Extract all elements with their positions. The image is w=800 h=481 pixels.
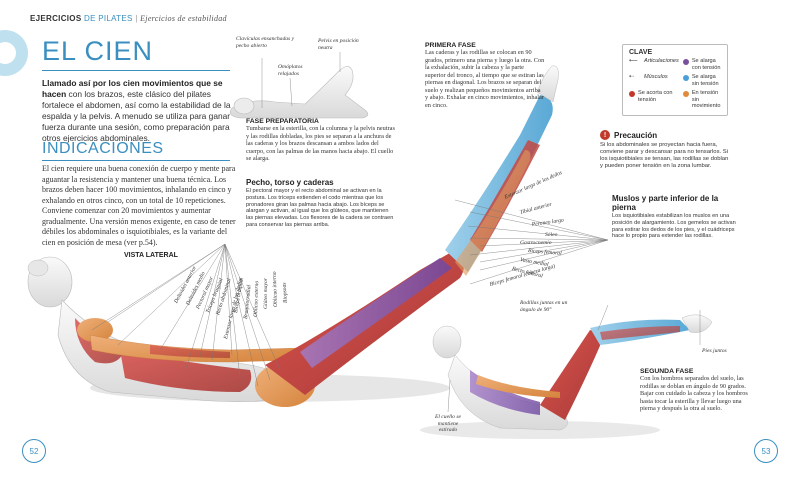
leg-leader-lines (454, 199, 609, 285)
clavicles-label: Clavículas ensanchadas y pecho abierto (236, 36, 295, 49)
page-title: EL CIEN (42, 36, 154, 66)
purple-dot-icon (682, 58, 689, 65)
legend-key: CLAVE ⟵Articulaciones Se alarga con tens… (622, 44, 728, 116)
title-rule (42, 70, 230, 71)
primera-fase-block: PRIMERA FASE Las caderas y las rodillas … (425, 42, 545, 109)
running-header: EJERCICIOS DE PILATES | Ejercicios de es… (30, 14, 227, 23)
fase-preparatoria-heading: FASE PREPARATORIA (246, 118, 319, 125)
warning-icon: ! (600, 130, 610, 140)
primera-fase-text: Las caderas y las rodillas se colocan en… (425, 49, 545, 109)
intro-bold: Llamado así por los cien movimientos que… (42, 78, 223, 99)
key-item-musculos: ⇠Músculos (629, 74, 668, 80)
arrow-dashed-icon: ⇠ (629, 74, 635, 80)
torso-label-9: Glúteo mayor (263, 278, 269, 309)
indicaciones-text: El cien requiere una buena conexión de c… (42, 164, 236, 247)
leg-label-soleo: Sóleo (545, 232, 558, 238)
main-figure (27, 65, 559, 407)
knees-label: Rodillas juntas en un ángulo de 90° (520, 300, 568, 313)
key-title: CLAVE (629, 49, 653, 56)
caution-box: ! Precaución Si los abdominales se proyec… (600, 130, 730, 170)
blue-dot-icon (682, 74, 689, 81)
muslos-block: Muslos y parte inferior de la pierna Los… (612, 194, 742, 240)
pecho-text: El pectoral mayor y el recto abdominal s… (246, 188, 394, 228)
primera-fase-heading: PRIMERA FASE (425, 42, 476, 49)
segunda-fase-text: Con los hombros separados del suelo, las… (640, 375, 748, 412)
muslos-text: Los isquiotibiales estabilizan los muslo… (612, 213, 736, 240)
torso-label-10: Oblicuo interno (271, 271, 279, 308)
header-chapter: DE PILATES (84, 14, 133, 23)
neck-label: El cuello se mantiene estirado (434, 414, 462, 433)
indicaciones-heading: INDICACIONES (42, 140, 164, 157)
page-number-right: 53 (754, 439, 778, 463)
misc-leader-lines (261, 52, 701, 413)
key-item-articulaciones: ⟵Articulaciones (629, 58, 679, 64)
segunda-fase-block: SEGUNDA FASE Con los hombros separados d… (640, 368, 758, 413)
red-dot-icon (629, 90, 635, 97)
second-phase-figure (420, 314, 713, 439)
torso-label-8: Oblicuo externo (253, 280, 261, 318)
orange-dot-icon (682, 90, 689, 97)
fase-preparatoria-text: Tumbarse en la esterilla, con la columna… (246, 125, 395, 162)
key-item-alarga-tension: Se alarga con tensión (682, 58, 721, 71)
muslos-heading: Muslos y parte inferior de la pierna (612, 194, 719, 212)
header-section: EJERCICIOS (30, 14, 82, 23)
key-item-acorta-tension: Se acorta con tensión (629, 90, 679, 110)
vista-lateral-label: VISTA LATERAL (124, 252, 178, 259)
leg-label-gastrocnemio: Gastrocnemio (520, 240, 552, 246)
intro-paragraph: Llamado así por los cien movimientos que… (42, 78, 242, 144)
key-item-tension-sin-movimiento: En tensión sin movimiento (682, 90, 721, 110)
key-item-alarga-sin-tension: Se alarga sin tensión (682, 74, 721, 87)
arrow-line-icon: ⟵ (629, 58, 638, 64)
header-subsection: Ejercicios de estabilidad (140, 14, 227, 23)
indicaciones-rule (42, 160, 230, 161)
segunda-fase-heading: SEGUNDA FASE (640, 368, 694, 375)
fase-preparatoria-block: FASE PREPARATORIA Tumbarse en la esteril… (246, 118, 396, 163)
page-number-left: 52 (22, 439, 46, 463)
pecho-heading: Pecho, torso y caderas (246, 178, 334, 187)
shoulders-label: Omóplatos relajados (278, 64, 303, 77)
intro-rest: con los brazos, este clásico del pilates… (42, 89, 231, 143)
torso-leader-lines (91, 243, 281, 387)
feet-label: Pies juntos (702, 348, 727, 354)
preparatory-figure (229, 66, 369, 119)
caution-text: Si los abdominales se proyectan hacia fu… (600, 142, 729, 169)
caution-heading: Precaución (614, 130, 658, 140)
pecho-block: Pecho, torso y caderas El pectoral mayor… (246, 178, 396, 229)
pelvis-label: Pelvis en posición neutra (318, 38, 359, 51)
